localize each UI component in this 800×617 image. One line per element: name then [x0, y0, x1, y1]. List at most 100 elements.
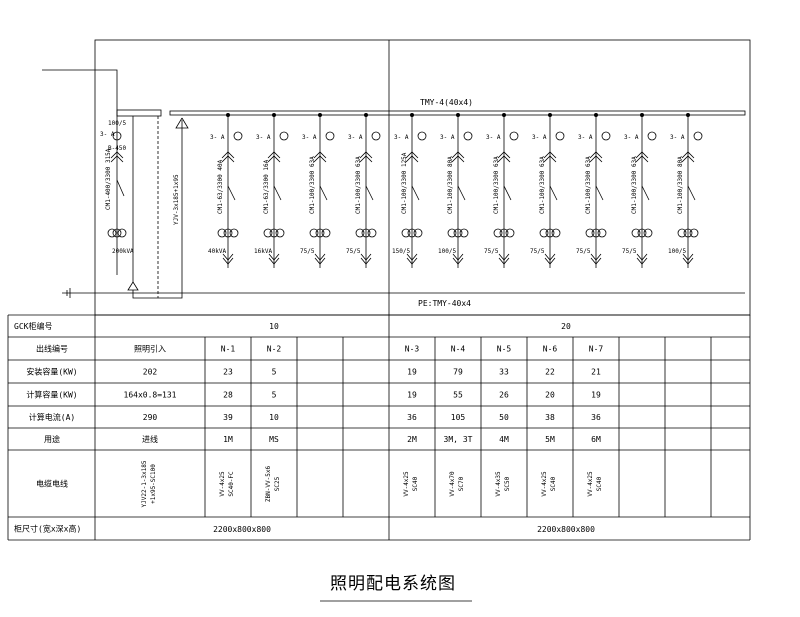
branch-breaker-label: CM1-100/3300 125A [401, 152, 408, 214]
branch-circuit [447, 113, 473, 268]
incoming-feeder [42, 69, 745, 299]
cabinet-number: 10 [269, 322, 279, 331]
branch-circuit [263, 113, 289, 268]
row-header: 出线编号 [36, 344, 68, 354]
table-cell: N-3 [405, 345, 420, 354]
cable-spec: VV-4x25 [219, 471, 226, 497]
cable-spec: SC70 [458, 476, 465, 491]
busbar-label: TMY-4(40x4) [420, 98, 473, 107]
row-header: 电缆电线 [36, 479, 68, 489]
table-cell: 36 [407, 413, 417, 422]
branch-meter-label: 3- A [670, 134, 685, 141]
table-cell: 22 [545, 368, 555, 377]
table-cell: 19 [407, 391, 417, 400]
table-cell: 5 [272, 368, 277, 377]
table-cell: 2M [407, 435, 417, 444]
branch-power-label: 75/5 [530, 248, 545, 255]
cable-spec: SC50 [504, 476, 511, 491]
table-cell: N-5 [497, 345, 512, 354]
branch-power-label: 75/5 [346, 248, 361, 255]
table-cell: 10 [269, 413, 279, 422]
branch-power-label: 75/5 [622, 248, 637, 255]
incoming-breaker-symbol [107, 131, 127, 238]
branch-circuit [309, 113, 335, 268]
cable-spec: SC25 [274, 476, 281, 491]
branch-circuit [401, 113, 427, 268]
branch-power-label: 100/5 [668, 248, 686, 255]
branch-circuit [677, 113, 703, 268]
branch-power-label: 100/5 [438, 248, 456, 255]
incoming-meter-label: 3- A [100, 131, 115, 138]
table-cell: N-6 [543, 345, 558, 354]
table-cell: 6M [591, 435, 601, 444]
branch-power-label: 16kVA [254, 248, 272, 255]
branch-meter-label: 3- A [256, 134, 271, 141]
branch-circuit [539, 113, 565, 268]
branch-circuit [355, 113, 381, 268]
table-cell: 26 [499, 391, 509, 400]
table-cell: N-1 [221, 345, 236, 354]
table-cell: 33 [499, 368, 509, 377]
table-cell: 55 [453, 391, 463, 400]
branch-breaker-label: CM1-100/3300 63A [631, 156, 638, 214]
table-cell: 38 [545, 413, 555, 422]
cable-spec: SC40 [596, 476, 603, 491]
table-cell: N-4 [451, 345, 466, 354]
branch-breaker-label: CM1-100/3300 63A [493, 156, 500, 214]
table-cell: 3M, 3T [444, 435, 473, 444]
diagram-title: 照明配电系统图 [330, 574, 456, 594]
table-cell: 21 [591, 368, 601, 377]
panel-frames [94, 39, 751, 316]
branch-breaker-label: CM1-100/3300 63A [585, 156, 592, 214]
branch-meter-label: 3- A [578, 134, 593, 141]
row-header: 安装容量(KW) [26, 367, 77, 377]
table-cell: 5M [545, 435, 555, 444]
branch-breaker-label: CM1-63/3300 40A [217, 159, 224, 214]
incoming-cable-label: YJV-3x185+1x95 [173, 174, 180, 225]
pe-bar-label: PE:TMY-40x4 [418, 299, 471, 308]
branch-breaker-label: CM1-100/3300 80A [447, 156, 454, 214]
table-cell: 202 [143, 368, 158, 377]
branch-meter-label: 3- A [440, 134, 455, 141]
branch-meter-label: 3- A [394, 134, 409, 141]
branch-meter-label: 3- A [210, 134, 225, 141]
table-cell: 20 [545, 391, 555, 400]
branch-circuit [631, 113, 657, 268]
row-header: 计算容量(KW) [26, 390, 77, 400]
branch-power-label: 40kVA [208, 248, 226, 255]
load-table: GCK柜编号出线编号安装容量(KW)计算容量(KW)计算电流(A)用途电缆电线柜… [7, 314, 751, 541]
table-cell: 36 [591, 413, 601, 422]
branch-breaker-label: CM1-63/3300 16A [263, 159, 270, 214]
branch-circuit [585, 113, 611, 268]
table-cell: 19 [591, 391, 601, 400]
table-cell: 50 [499, 413, 509, 422]
table-cell: 39 [223, 413, 233, 422]
table-cell: 28 [223, 391, 233, 400]
incoming-ct-label: 100/5 [108, 120, 126, 127]
table-cell: 105 [451, 413, 466, 422]
cable-spec: VV-4x25 [587, 471, 594, 497]
table-cell: 1M [223, 435, 233, 444]
cable-spec: VV-4x25 [541, 471, 548, 497]
row-header: 柜尺寸(宽x深x高) [14, 524, 81, 534]
branch-breaker-label: CM1-100/3300 63A [309, 156, 316, 214]
branch-power-label: 75/5 [300, 248, 315, 255]
branch-breaker-label: CM1-100/3300 63A [539, 156, 546, 214]
row-header: GCK柜编号 [14, 321, 52, 331]
table-cell: N-7 [589, 345, 604, 354]
table-cell: N-2 [267, 345, 282, 354]
table-cell: 164x0.8=131 [124, 391, 177, 400]
table-cell: 5 [272, 391, 277, 400]
table-cell: 23 [223, 368, 233, 377]
table-cell: MS [269, 435, 279, 444]
branch-meter-label: 3- A [302, 134, 317, 141]
branch-power-label: 75/5 [576, 248, 591, 255]
incoming-breaker-label: CM1-400/3300 315A [105, 148, 112, 210]
table-cell: 照明引入 [134, 345, 166, 354]
branch-breaker-label: CM1-100/3300 80A [677, 156, 684, 214]
row-header: 用途 [44, 434, 60, 444]
incoming-spd-label: B-450 [108, 145, 126, 152]
cabinet-dimensions: 2200x800x800 [537, 525, 595, 534]
table-cell: 290 [143, 413, 158, 422]
